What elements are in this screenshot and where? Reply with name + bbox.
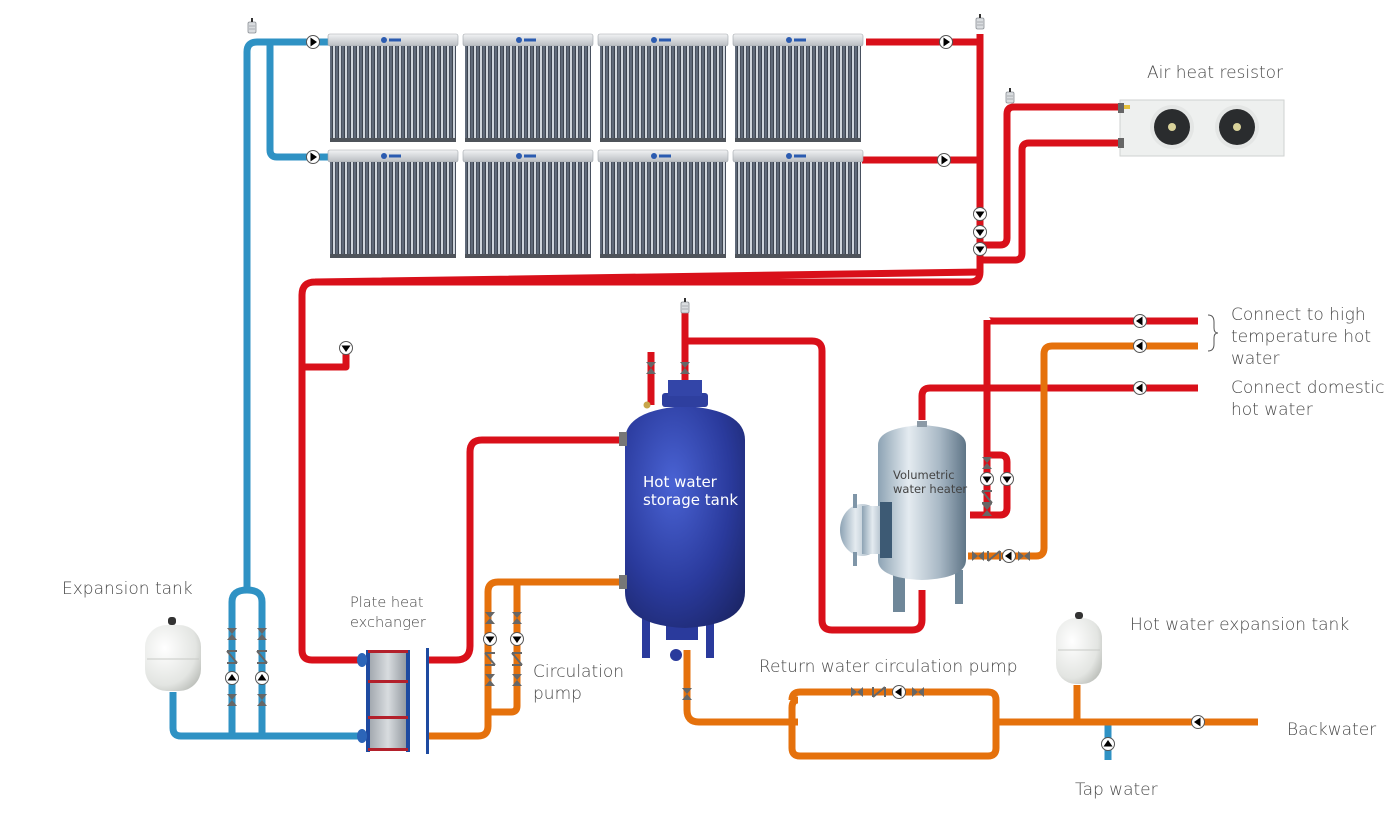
tap-water-label: Tap water <box>1075 780 1158 800</box>
pump-icon <box>973 225 987 239</box>
solar-collector <box>597 33 729 142</box>
solar-collector <box>462 149 594 258</box>
cold-water-pipes <box>169 38 1112 760</box>
pump-icon <box>1133 314 1147 328</box>
hot-water-expansion-tank-label: Hot water expansion tank <box>1130 615 1350 635</box>
brace-icon <box>1207 314 1219 352</box>
pump-icon <box>339 341 353 355</box>
pump-icon <box>255 671 269 685</box>
expansion-tank <box>145 617 201 691</box>
pump-icon <box>306 35 320 49</box>
hot-water-storage-tank-label: Hot water storage tank <box>643 473 739 509</box>
air-heat-resistor-unit <box>1118 99 1285 157</box>
solar-collector <box>732 149 864 258</box>
connect-domestic-label: Connect domestic hot water <box>1231 378 1385 420</box>
pump-icon <box>1133 381 1147 395</box>
hot-water-expansion-tank <box>1056 612 1102 684</box>
solar-collector <box>462 33 594 142</box>
volumetric-water-heater <box>840 421 966 612</box>
solar-collector-array <box>327 33 864 258</box>
pump-icon <box>1000 472 1014 486</box>
pump-icon <box>892 685 906 699</box>
pump-icon <box>980 472 994 486</box>
warm-water-pipes <box>428 342 1258 760</box>
plate-heat-exchanger-label: Plate heat exchanger <box>350 595 426 631</box>
solar-collector <box>327 149 459 258</box>
expansion-tank-label: Expansion tank <box>62 579 193 599</box>
pump-icon <box>939 35 953 49</box>
air-heat-resistor-label: Air heat resistor <box>1147 63 1284 83</box>
air-vent-icon <box>1005 87 1015 104</box>
pump-icon <box>225 671 239 685</box>
pump-icon <box>1133 339 1147 353</box>
hot-water-storage-tank <box>619 380 745 661</box>
pump-icon <box>973 207 987 221</box>
pump-icon <box>973 242 987 256</box>
solar-collector <box>732 33 864 142</box>
circulation-pump-label: Circulation pump <box>533 662 625 704</box>
air-vent-icon <box>680 297 690 314</box>
solar-collector <box>327 33 459 142</box>
pump-icon <box>483 632 497 646</box>
pump-icon <box>510 632 524 646</box>
backwater-label: Backwater <box>1287 720 1377 740</box>
volumetric-water-heater-label: Volumetric water heater <box>893 468 968 496</box>
plate-heat-exchanger <box>357 648 429 754</box>
pump-icon <box>306 150 320 164</box>
pump-icon <box>1101 737 1115 751</box>
fan-icon <box>1215 105 1259 149</box>
return-water-circulation-pump-label: Return water circulation pump <box>759 657 1018 677</box>
solar-collector <box>597 149 729 258</box>
pump-icon <box>937 153 951 167</box>
fan-icon <box>1150 105 1194 149</box>
connect-high-temp-label: Connect to high temperature hot water <box>1231 305 1372 369</box>
air-vent-icon <box>975 13 985 30</box>
pump-icon <box>1191 715 1205 729</box>
air-vent-icon <box>247 17 257 34</box>
pump-icon <box>1002 549 1016 563</box>
